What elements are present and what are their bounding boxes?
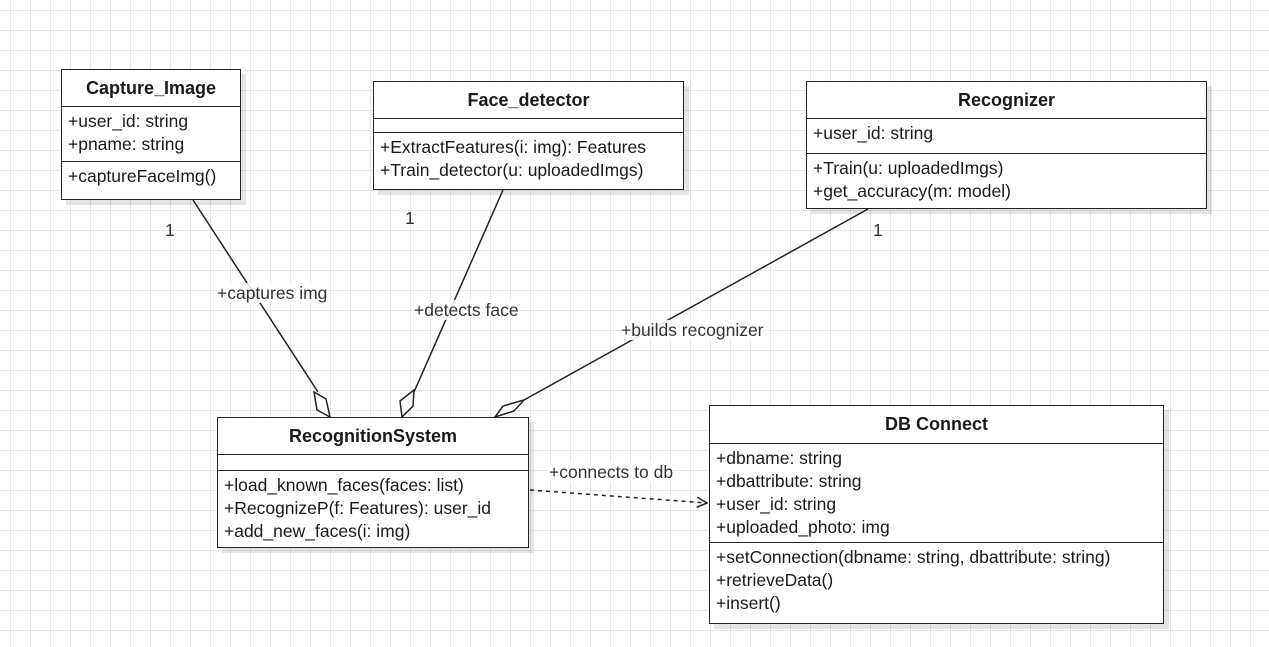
methods-section: +Train(u: uploadedImgs) +get_accuracy(m:… [807,154,1206,206]
attribute: +dbattribute: string [716,471,862,491]
edge-connects-to-db [529,489,707,503]
attributes-section: +dbname: string +dbattribute: string +us… [710,444,1163,543]
edge-label-captures-img: +captures img [217,283,328,303]
class-face-detector[interactable]: Face_detector +ExtractFeatures(i: img): … [373,81,684,190]
method: +RecognizeP(f: Features): user_id [224,498,492,518]
method: +Train(u: uploadedImgs) [813,158,1004,178]
methods-section: +ExtractFeatures(i: img): Features +Trai… [374,133,683,185]
attribute: +dbname: string [716,448,842,468]
attributes-section: +user_id: string [807,119,1206,154]
class-name: Recognizer [807,82,1206,119]
methods-section: +captureFaceImg() [62,162,240,191]
aggregation-diamond-icon [312,390,332,419]
edge-label-builds-recognizer: +builds recognizer [621,320,764,340]
class-name: Capture_Image [62,70,240,107]
methods-section: +load_known_faces(faces: list) +Recogniz… [218,471,528,546]
method: +get_accuracy(m: model) [813,181,1011,201]
attribute: +uploaded_photo: img [716,517,890,537]
attribute: +user_id: string [68,111,189,131]
method: +Train_detector(u: uploadedImgs) [380,160,644,180]
attributes-section: +user_id: string +pname: string [62,107,240,162]
multiplicity-label: 1 [165,220,175,240]
attribute: +user_id: string [813,123,934,143]
class-name: RecognitionSystem [218,418,528,455]
class-db-connect[interactable]: DB Connect +dbname: string +dbattribute:… [709,405,1164,624]
attributes-section [374,119,683,133]
class-name: Face_detector [374,82,683,119]
method: +add_new_faces(i: img) [224,521,411,541]
method: +load_known_faces(faces: list) [224,475,464,495]
multiplicity-label: 1 [405,208,415,228]
attribute: +user_id: string [716,494,837,514]
edge-label-connects-to-db: +connects to db [549,462,674,482]
aggregation-diamond-icon [399,388,415,419]
edge-builds-recognizer [523,208,869,401]
class-recognizer[interactable]: Recognizer +user_id: string +Train(u: up… [806,81,1207,209]
method: +captureFaceImg() [68,166,217,186]
class-name: DB Connect [710,406,1163,444]
edge-label-detects-face: +detects face [414,300,519,320]
multiplicity-label: 1 [873,220,883,240]
edge-detects-face [413,189,504,393]
class-recognition-system[interactable]: RecognitionSystem +load_known_faces(face… [217,417,529,548]
class-capture-image[interactable]: Capture_Image +user_id: string +pname: s… [61,69,241,200]
attribute: +pname: string [68,134,185,154]
method: +retrieveData() [716,570,834,590]
method: +setConnection(dbname: string, dbattribu… [716,547,1111,567]
attributes-section [218,455,528,471]
methods-section: +setConnection(dbname: string, dbattribu… [710,543,1163,618]
method: +ExtractFeatures(i: img): Features [380,137,646,157]
method: +insert() [716,593,781,613]
aggregation-diamond-icon [493,398,527,419]
